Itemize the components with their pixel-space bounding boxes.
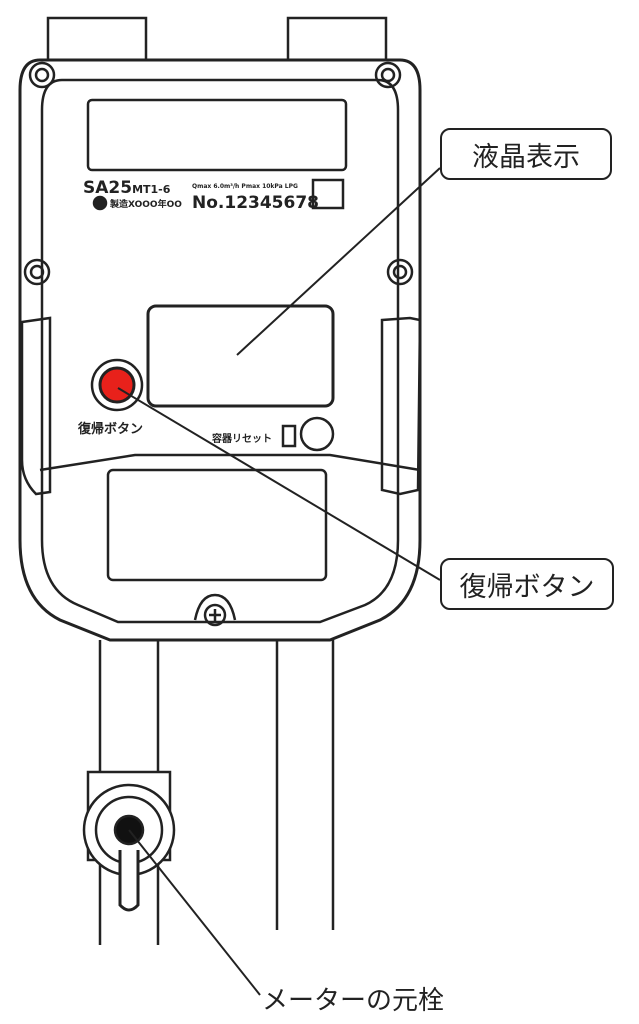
spec-text: Qmax 6.0m³/h Pmax 10kPa LPG bbox=[192, 183, 298, 190]
label-box bbox=[311, 178, 345, 210]
right-clip bbox=[380, 316, 422, 496]
reset-button-label: 復帰ボタン bbox=[78, 422, 144, 437]
outlet-connector bbox=[286, 16, 388, 62]
case-seam bbox=[39, 453, 421, 472]
serial-number: No.12345678 bbox=[192, 193, 319, 213]
model-name: SA25MT1-6 bbox=[83, 178, 171, 198]
screw-icon bbox=[386, 258, 414, 286]
lower-window bbox=[106, 468, 328, 582]
leader-line-valve bbox=[128, 829, 261, 996]
screw-icon bbox=[23, 258, 51, 286]
reset-button[interactable] bbox=[98, 366, 136, 404]
container-reset-label: 容器リセット bbox=[212, 434, 272, 445]
valve-handle[interactable] bbox=[118, 850, 140, 912]
label-window bbox=[86, 98, 348, 172]
dot-icon bbox=[92, 195, 108, 211]
battery-icon bbox=[281, 424, 297, 448]
callout-lcd: 液晶表示 bbox=[440, 128, 612, 180]
leader-line-reset bbox=[117, 387, 441, 581]
reset-button-ring bbox=[90, 358, 144, 412]
bottom-tab bbox=[193, 593, 237, 621]
inlet-connector bbox=[46, 16, 148, 62]
meter-face bbox=[40, 78, 400, 624]
lcd-display bbox=[146, 304, 335, 408]
meter-body bbox=[18, 58, 422, 642]
callout-reset-button: 復帰ボタン bbox=[440, 558, 614, 610]
screw-icon bbox=[28, 61, 56, 89]
left-clip bbox=[20, 316, 52, 496]
screw-icon bbox=[203, 603, 227, 627]
screw-icon bbox=[374, 61, 402, 89]
manufacture-text: 製造XOOO年OO bbox=[110, 200, 182, 210]
leader-line-lcd bbox=[236, 167, 441, 356]
callout-valve: メーターの元栓 bbox=[262, 986, 445, 1016]
container-reset-button[interactable] bbox=[299, 416, 335, 452]
